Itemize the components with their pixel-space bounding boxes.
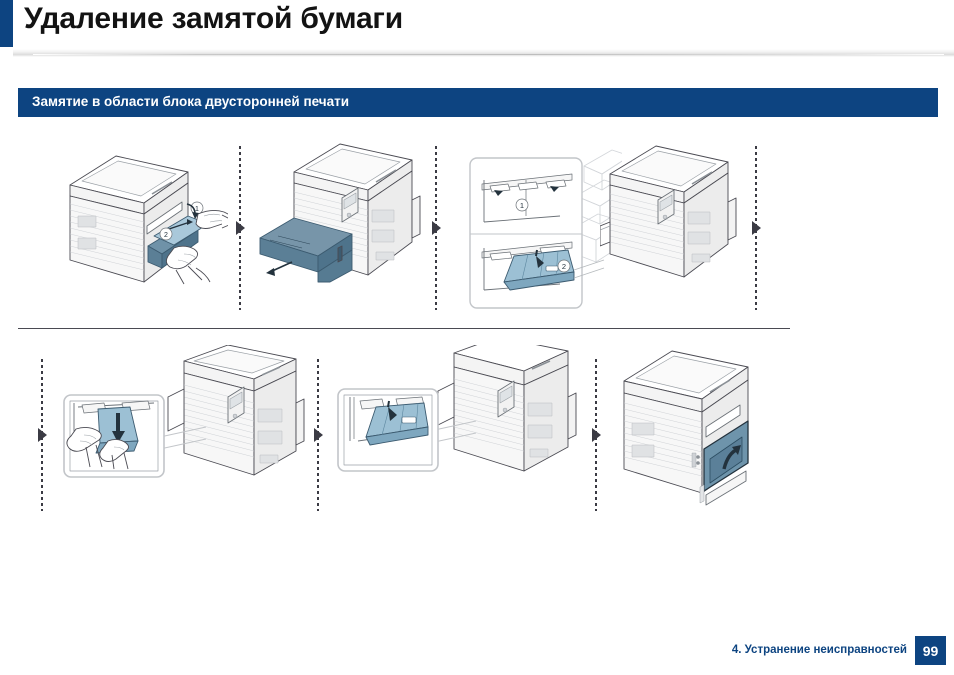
step-separator-6 <box>588 345 604 525</box>
step-separator-4 <box>34 345 50 525</box>
step-separator-3 <box>748 130 764 326</box>
separator-arrow-icon <box>432 221 441 235</box>
separator-arrow-icon <box>314 428 323 442</box>
footer-page-number: 99 <box>915 636 946 665</box>
row-divider <box>18 328 790 329</box>
svg-text:1: 1 <box>195 206 199 213</box>
step-row-2 <box>0 345 954 525</box>
page-title: Удаление замятой бумаги <box>24 2 403 35</box>
step-5-illustration <box>56 345 306 525</box>
step-separator-5 <box>310 345 326 525</box>
separator-arrow-icon <box>592 428 601 442</box>
step-separator-1 <box>232 130 248 326</box>
step-3-illustration: 1 2 <box>452 130 622 326</box>
step-row-1: 1 2 <box>0 130 954 326</box>
step-1-illustration: 1 2 <box>48 130 228 326</box>
title-divider <box>13 49 954 57</box>
step-6-illustration <box>332 345 582 525</box>
svg-text:1: 1 <box>520 201 524 210</box>
step-2-illustration <box>258 130 448 326</box>
step-4-illustration <box>600 130 750 326</box>
svg-text:2: 2 <box>164 232 168 239</box>
separator-arrow-icon <box>752 221 761 235</box>
separator-arrow-icon <box>236 221 245 235</box>
page-title-bar: Удаление замятой бумаги <box>0 0 954 47</box>
page-footer: 4. Устранение неисправностей 99 <box>0 636 954 670</box>
section-header-bar: Замятие в области блока двусторонней печ… <box>18 88 938 117</box>
step-separator-2 <box>428 130 444 326</box>
separator-arrow-icon <box>38 428 47 442</box>
section-header-title: Замятие в области блока двусторонней печ… <box>32 94 350 109</box>
step-7-illustration <box>612 345 832 525</box>
footer-chapter-label: 4. Устранение неисправностей <box>731 644 907 656</box>
title-accent-bar <box>0 0 13 47</box>
svg-text:2: 2 <box>562 262 566 271</box>
illustration-area: 1 2 <box>0 130 954 525</box>
